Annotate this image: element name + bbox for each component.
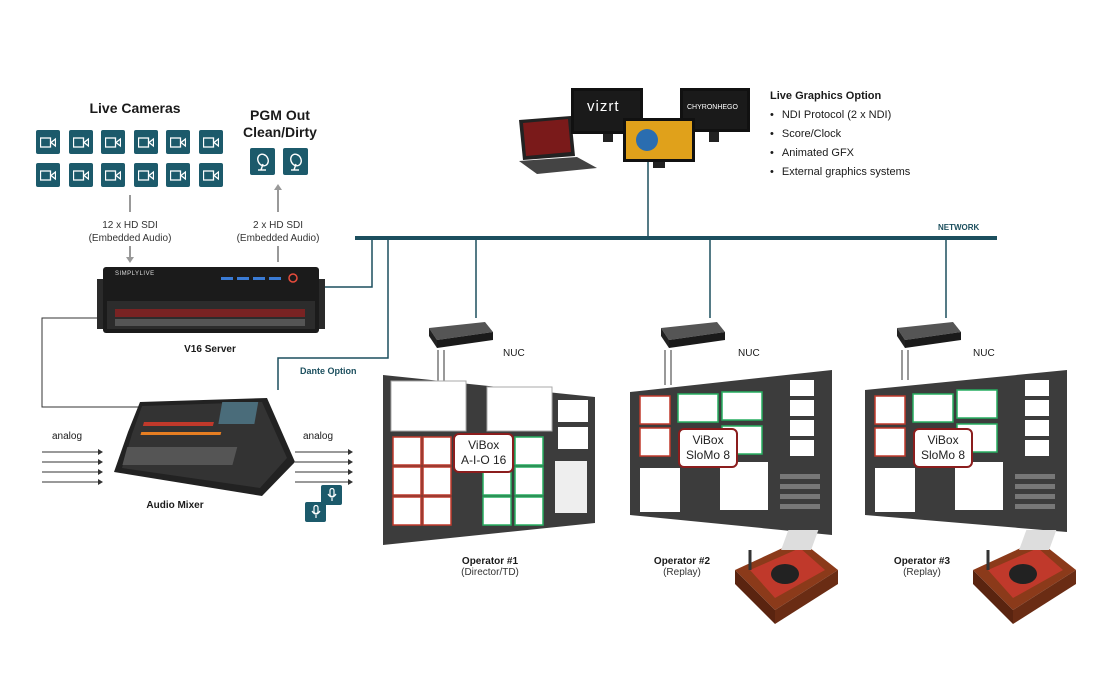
camera-icon: [198, 130, 223, 154]
microphone-icon: [321, 485, 342, 505]
graphics-devices: vizrt CHYRONHEGO: [517, 86, 752, 176]
operator-1-monitor-wall: ViBox A-I-O 16: [383, 375, 595, 545]
camera-icon: [166, 130, 190, 154]
pgm-out-line1: PGM Out: [250, 107, 310, 123]
analog-out-label: analog: [303, 431, 334, 442]
graphics-option-item: External graphics systems: [770, 163, 970, 182]
analog-in-label: analog: [52, 431, 83, 442]
graphics-option-item: Score/Clock: [770, 125, 970, 144]
mixer-label: Audio Mixer: [146, 500, 204, 511]
vibox-line2: SloMo 8: [686, 448, 731, 462]
operator-role: (Director/TD): [461, 567, 519, 578]
pgm-audio-text: (Embedded Audio): [236, 233, 320, 244]
nuc-label: NUC: [973, 348, 995, 359]
camera-icon: [133, 163, 158, 187]
camera-icon: [36, 163, 60, 187]
vibox-line1: ViBox: [692, 433, 724, 447]
operator-role: (Replay): [663, 567, 701, 578]
operator-name: Operator #2: [653, 556, 711, 567]
vibox-line1: ViBox: [468, 438, 500, 452]
operator-3-monitor-wall: ViBox SloMo 8: [865, 370, 1067, 532]
nuc-label: NUC: [503, 348, 525, 359]
replay-controller: [968, 520, 1078, 625]
chyronhego-logo: CHYRONHEGO: [687, 104, 738, 111]
server-brand-logo: SIMPLYLIVE: [115, 271, 155, 277]
operator-name: Operator #1: [461, 556, 519, 567]
graphics-option-item: Animated GFX: [770, 144, 970, 163]
camera-icon: [68, 163, 93, 187]
pgm-sdi-text: 2 x HD SDI: [252, 220, 303, 231]
nuc-device: [893, 318, 963, 352]
microphone-icon: [305, 502, 326, 522]
nuc-device: [657, 318, 727, 352]
operator-2-caption: Operator #2 (Replay): [632, 556, 732, 578]
camera-icon: [101, 130, 125, 154]
server-label: V16 Server: [184, 344, 236, 355]
vibox-label: ViBox SloMo 8: [678, 428, 739, 468]
vizrt-logo: vizrt: [587, 98, 620, 115]
satellite-dish-icon: [283, 148, 308, 175]
nuc-device: [425, 318, 495, 352]
network-label: NETWORK: [938, 223, 980, 232]
camera-icon: [101, 163, 125, 187]
operator-name: Operator #3: [893, 556, 951, 567]
graphics-option-list: NDI Protocol (2 x NDI) Score/Clock Anima…: [770, 106, 970, 182]
pgm-out-line2: Clean/Dirty: [243, 124, 317, 140]
v16-server: SIMPLYLIVE: [97, 265, 325, 337]
vibox-line1: ViBox: [927, 433, 959, 447]
operator-role: (Replay): [903, 567, 941, 578]
operator-1-caption: Operator #1 (Director/TD): [440, 556, 540, 578]
cameras-audio-text: (Embedded Audio): [88, 233, 172, 244]
vibox-line2: A-I-O 16: [461, 453, 507, 467]
camera-icon: [198, 163, 223, 187]
camera-icon: [133, 130, 158, 154]
replay-controller: [730, 520, 840, 625]
camera-icon: [36, 130, 60, 154]
dante-option-label: Dante Option: [300, 366, 357, 376]
camera-grid: [36, 130, 226, 187]
audio-mixer: [112, 392, 297, 498]
graphics-option-title: Live Graphics Option: [770, 90, 882, 102]
pgm-out-title: PGM Out Clean/Dirty: [225, 107, 335, 141]
pgm-sdi-label: 2 x HD SDI (Embedded Audio): [218, 219, 338, 245]
cameras-sdi-label: 12 x HD SDI (Embedded Audio): [60, 219, 200, 245]
satellite-dish-icon: [250, 148, 275, 175]
nuc-label: NUC: [738, 348, 760, 359]
cameras-sdi-text: 12 x HD SDI: [102, 220, 158, 231]
camera-icon: [166, 163, 190, 187]
vibox-label: ViBox A-I-O 16: [453, 433, 515, 473]
operator-2-monitor-wall: ViBox SloMo 8: [630, 370, 832, 535]
camera-icon: [68, 130, 93, 154]
operator-3-caption: Operator #3 (Replay): [872, 556, 972, 578]
vibox-line2: SloMo 8: [921, 448, 966, 462]
vibox-label: ViBox SloMo 8: [913, 428, 974, 468]
live-cameras-title: Live Cameras: [89, 100, 181, 116]
graphics-option-item: NDI Protocol (2 x NDI): [770, 106, 970, 125]
graphics-option: Live Graphics Option NDI Protocol (2 x N…: [770, 90, 970, 182]
